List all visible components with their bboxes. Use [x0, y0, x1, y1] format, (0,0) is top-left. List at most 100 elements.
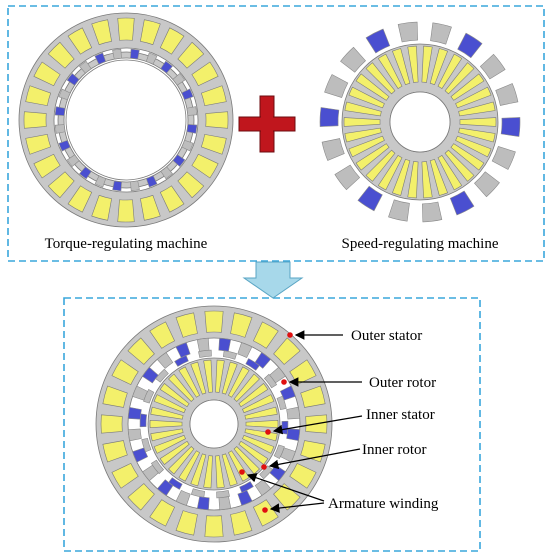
inner-stator-slot	[344, 127, 382, 143]
stator-winding-slot	[33, 61, 61, 87]
inner-stator-slot	[190, 361, 207, 395]
label-outer-stator: Outer stator	[351, 328, 422, 344]
stator-winding-slot	[200, 134, 227, 155]
callout-outer-rotor: Outer rotor	[281, 375, 436, 391]
rotor-segment	[430, 22, 452, 45]
stator-winding-slot	[140, 194, 161, 221]
stator-winding-slot	[191, 61, 219, 87]
inner-stator-slot	[168, 373, 195, 402]
marker-dot	[261, 464, 267, 470]
inner-stator-slot	[455, 86, 492, 109]
label-inner-rotor: Inner rotor	[362, 442, 427, 458]
inner-stator-slot	[437, 53, 463, 89]
permanent-magnet	[196, 496, 210, 511]
inner-stator-slot	[421, 161, 433, 199]
inner-stator-slot	[215, 359, 225, 393]
inner-stator-slot	[150, 428, 184, 442]
outer-stator-slot	[204, 310, 224, 333]
rotor-segment	[254, 479, 272, 496]
outer-stator-slot	[127, 483, 155, 511]
permanent-magnet	[160, 60, 173, 74]
stator-winding-slot	[177, 41, 205, 69]
rotor-segment	[397, 21, 418, 43]
outer-stator-slot	[111, 462, 139, 489]
outer-stator-slot	[204, 515, 224, 538]
outer-stator-slot	[127, 337, 155, 365]
rotor-segment	[216, 490, 230, 499]
permanent-magnet	[168, 477, 183, 490]
inner-stator-slot	[203, 359, 213, 393]
stator-winding-slot	[25, 134, 52, 155]
rotor-segment	[196, 337, 210, 352]
inner-stator-slot	[365, 149, 396, 182]
permanent-magnet	[139, 413, 147, 428]
inner-stator-slot	[444, 149, 475, 182]
marker-dot	[265, 429, 271, 435]
rotor-segment	[286, 406, 301, 420]
rotor-segment	[495, 83, 519, 106]
stator-winding-slot	[47, 171, 75, 199]
inner-stator-slot	[242, 434, 275, 454]
outer-stator-slot	[102, 385, 128, 408]
shaft-bore	[189, 399, 239, 449]
permanent-magnet	[365, 28, 391, 54]
rotor-segment	[198, 349, 212, 358]
stator-winding-slot	[177, 171, 205, 199]
rotor-segment	[222, 350, 238, 360]
inner-stator-slot	[190, 453, 207, 487]
permanent-magnet	[245, 358, 260, 371]
stator-winding-slot	[159, 185, 185, 213]
outer-stator-slot	[289, 462, 317, 489]
inner-stator-slot	[233, 373, 260, 402]
outer-stator-core	[18, 12, 234, 228]
rotor-segment	[190, 488, 206, 498]
inner-stator-slot	[203, 455, 213, 489]
inner-stator-slot	[238, 383, 269, 408]
permanent-magnet	[449, 190, 475, 216]
label-inner-stator: Inner stator	[366, 407, 435, 423]
plus-icon	[238, 95, 296, 153]
permanent-magnet	[319, 107, 340, 127]
rotor-segment	[160, 166, 173, 180]
inner-stator-slot	[458, 101, 496, 117]
permanent-magnet	[239, 481, 254, 493]
inner-stator-slot	[377, 155, 403, 191]
label-outer-rotor: Outer rotor	[369, 375, 436, 391]
inner-stator-slot	[429, 48, 448, 86]
inner-stator-slot	[429, 158, 448, 196]
stator-winding-slot	[25, 85, 52, 106]
rotor-segment	[334, 164, 361, 191]
rotor-segment	[130, 180, 140, 192]
inner-stator-slot	[450, 73, 485, 101]
inner-stator-slot	[178, 450, 201, 482]
rotor-segment	[218, 496, 232, 511]
permanent-magnet	[112, 180, 122, 192]
stator-winding-slot	[67, 27, 93, 55]
air-bore	[65, 59, 187, 181]
outer-stator-slot	[230, 312, 253, 338]
inner-stator-slot	[348, 135, 385, 158]
rotor-segment	[66, 154, 80, 167]
inner-stator-slot	[365, 62, 396, 95]
inner-stator-slot	[407, 161, 419, 199]
rotor-segment	[94, 175, 107, 188]
permanent-magnet	[181, 88, 194, 101]
inner-stator-slot	[215, 455, 225, 489]
rotor-segment	[54, 124, 66, 134]
inner-stator-slot	[242, 394, 275, 414]
rotor-segment	[479, 53, 506, 80]
inner-stator-slot	[153, 434, 186, 454]
leader-arrow	[269, 502, 325, 513]
rotor-segment	[340, 46, 366, 73]
rotor-segment	[186, 106, 198, 116]
inner-stator-slot	[149, 419, 183, 429]
inner-stator-slot	[407, 45, 419, 83]
leader-arrow	[268, 448, 361, 470]
rotor-segment	[491, 146, 516, 170]
permanent-magnet	[145, 175, 158, 188]
marker-dot	[287, 332, 293, 338]
stator-winding-slot	[33, 153, 61, 179]
marker-dot	[281, 379, 287, 385]
combined-machine	[95, 305, 333, 543]
